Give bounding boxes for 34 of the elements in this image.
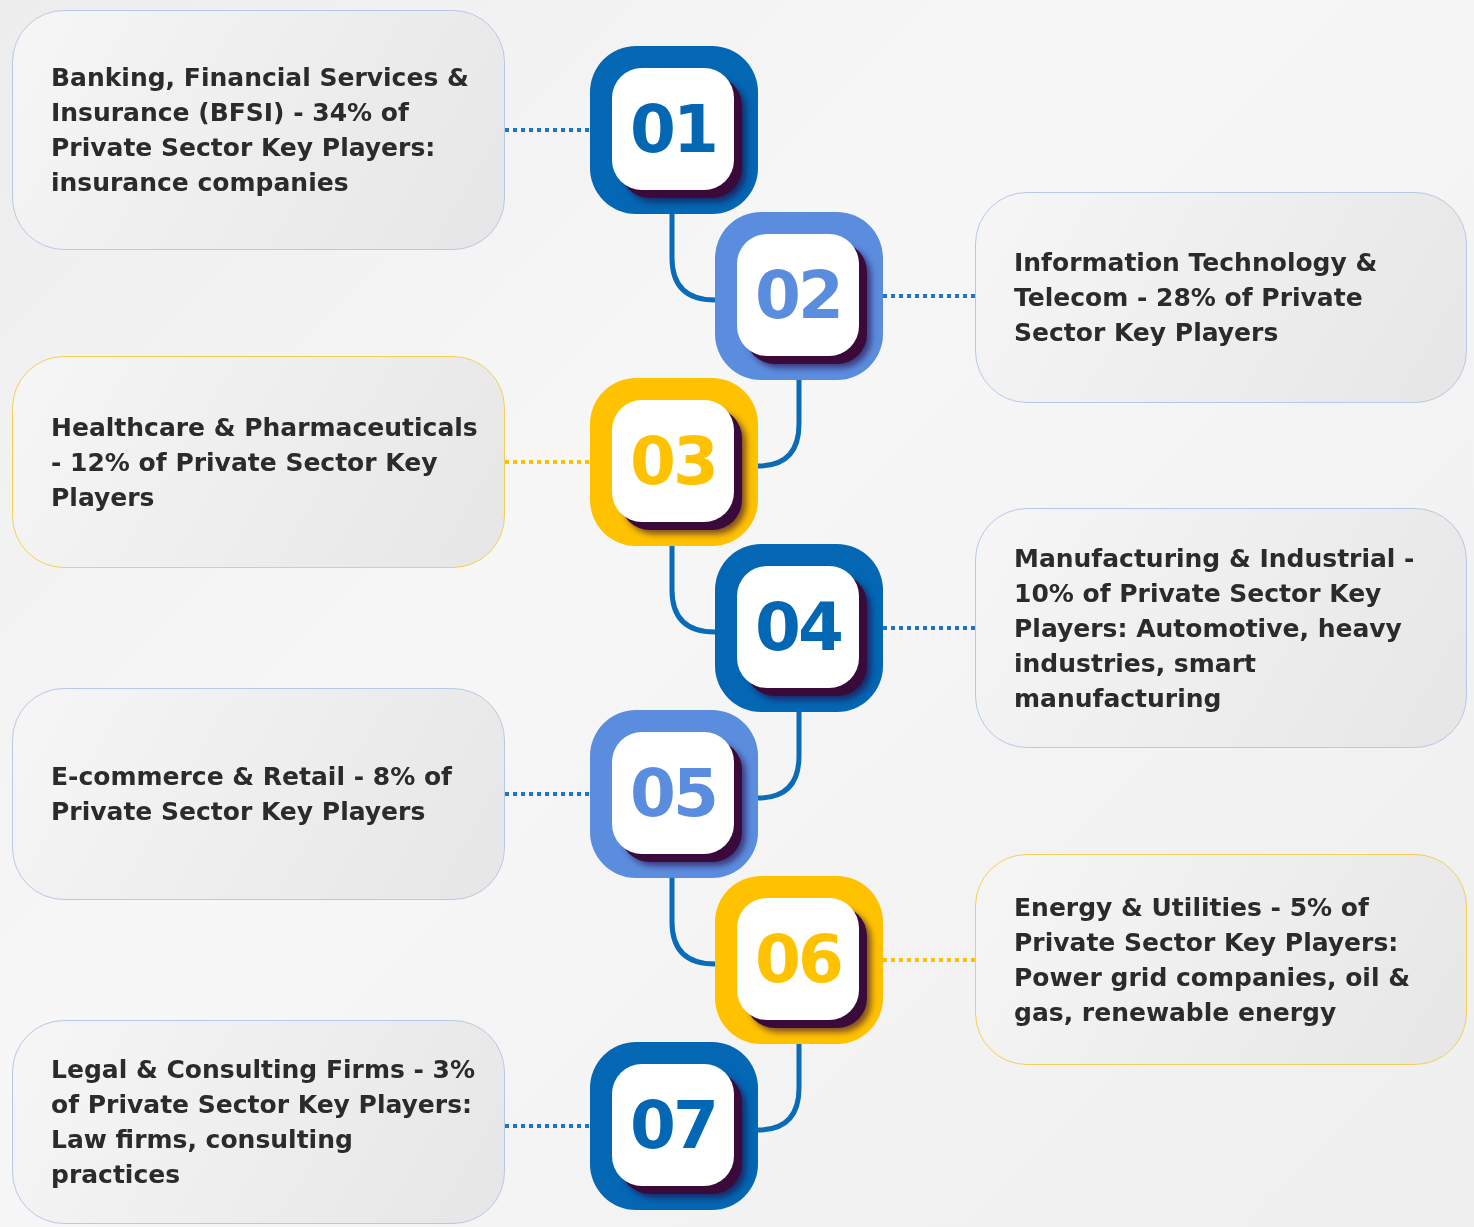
sector-description: Healthcare & Pharmaceuticals - 12% of Private Sector Key Players (51, 411, 478, 514)
number-badge (590, 710, 758, 878)
sector-card (975, 854, 1467, 1065)
number-badge (590, 378, 758, 546)
number-badge (715, 876, 883, 1044)
curved-connector (669, 546, 716, 635)
sector-description: Legal & Consulting Firms - 3% of Private Sector Key Players: Law firms, consulting practices (51, 1054, 477, 1191)
number-badge (715, 212, 883, 380)
sector-card (975, 508, 1467, 748)
curved-connector (757, 1044, 802, 1133)
number-badge (590, 46, 758, 214)
dotted-connector (505, 1124, 590, 1128)
sector-description: E-commerce & Retail - 8% of Private Sector Key Players (51, 761, 453, 828)
sector-description: Manufacturing & Industrial - 10% of Private Sector Key Players: Automotive, heavy industries, smart manufacturing (1014, 542, 1416, 715)
sector-description: Information Technology & Telecom - 28% of Private Sector Key Players (1014, 247, 1379, 349)
dotted-connector (883, 958, 975, 962)
curved-connector (757, 380, 802, 469)
dotted-connector (505, 460, 590, 464)
dotted-connector (505, 128, 590, 132)
sector-card (12, 10, 505, 250)
sector-description: Banking, Financial Services & Insurance (BFSI) - 34% of Private Sector Key Players: insurance companies (51, 62, 470, 199)
number-badge (590, 1042, 758, 1210)
sector-card (12, 1020, 505, 1224)
sector-card (12, 356, 505, 568)
sector-description: Energy & Utilities - 5% of Private Sector Key Players: Power grid companies, oil & gas, renewable energy (1014, 891, 1411, 1029)
sector-card (12, 688, 505, 900)
curved-connector (669, 878, 716, 967)
curved-connector (669, 214, 716, 303)
dotted-connector (505, 792, 590, 796)
dotted-connector (883, 626, 975, 630)
curved-connector (757, 712, 802, 801)
number-badge (715, 544, 883, 712)
sector-card (975, 192, 1467, 403)
dotted-connector (883, 294, 975, 298)
